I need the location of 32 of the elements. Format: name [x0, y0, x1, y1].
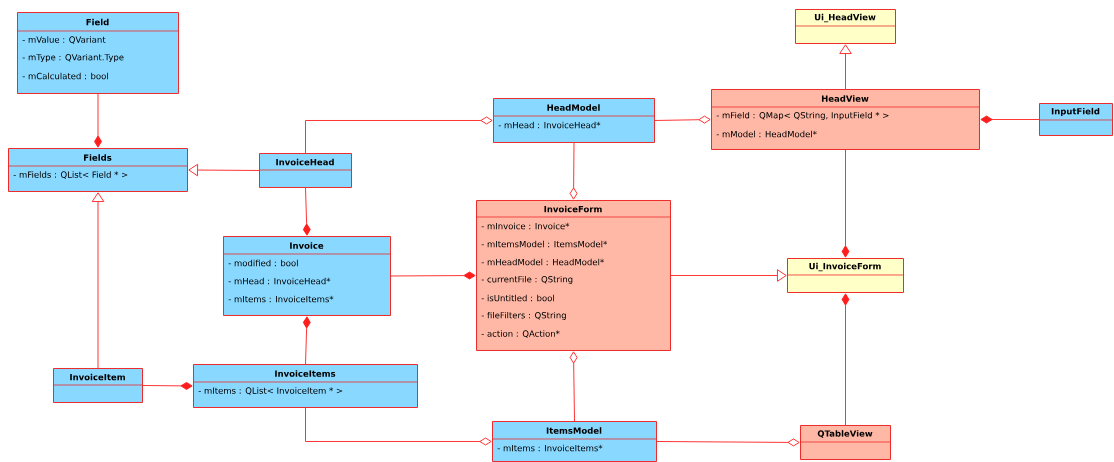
diamond-connector [94, 93, 102, 148]
class-box: InvoiceHead [258, 153, 352, 188]
inheritance-arrow [670, 269, 787, 282]
diamond-connector [654, 115, 711, 124]
diamond-connector [305, 116, 493, 154]
diamond-connector [569, 142, 578, 200]
class-box: QTableView [799, 425, 891, 460]
diamond-connector [302, 316, 311, 365]
diamond-connector [980, 115, 1040, 124]
diamond-connector [305, 407, 492, 446]
class-box: Invoice - modified : bool - mHead : InvoiceHead* - mItems : InvoiceItems* [222, 236, 391, 316]
class-box: Fields - mFields : QList< Field * > [7, 148, 188, 192]
diamond-connector [841, 293, 850, 426]
class-box: Ui_HeadView [794, 9, 896, 44]
class-box: HeadView - mField : QMap< QString, InputField * > - mModel : HeadModel* [710, 89, 980, 150]
class-box: ItemsModel - mItems : InvoiceItems* [491, 421, 657, 462]
class-box: InvoiceForm - mInvoice : Invoice* - mItemsModel : ItemsModel* - mHeadModel : HeadModel* - currentFile : QString - isUntitled : bool - fileFilters : QString - action : QAction* [475, 200, 671, 351]
class-box: HeadModel - mHead : InvoiceHead* [492, 98, 655, 143]
diamond-connector [569, 351, 578, 422]
diamond-connector [656, 438, 800, 447]
diamond-connector [841, 149, 850, 258]
class-box: InputField [1038, 103, 1113, 136]
inheritance-arrow [188, 163, 260, 177]
class-box: Field - mValue : QVariant - mType : QVariant.Type - mCalculated : bool [16, 12, 179, 94]
inheritance-arrow [91, 192, 105, 369]
class-box: Ui_InvoiceForm [786, 258, 904, 293]
diamond-connector [142, 382, 193, 390]
class-box: InvoiceItems - mItems : QList< InvoiceItem * > [192, 364, 418, 408]
diamond-connector [302, 187, 311, 236]
class-box: InvoiceItem [52, 368, 143, 403]
diamond-connector [390, 271, 476, 280]
inheritance-arrow [839, 44, 852, 90]
